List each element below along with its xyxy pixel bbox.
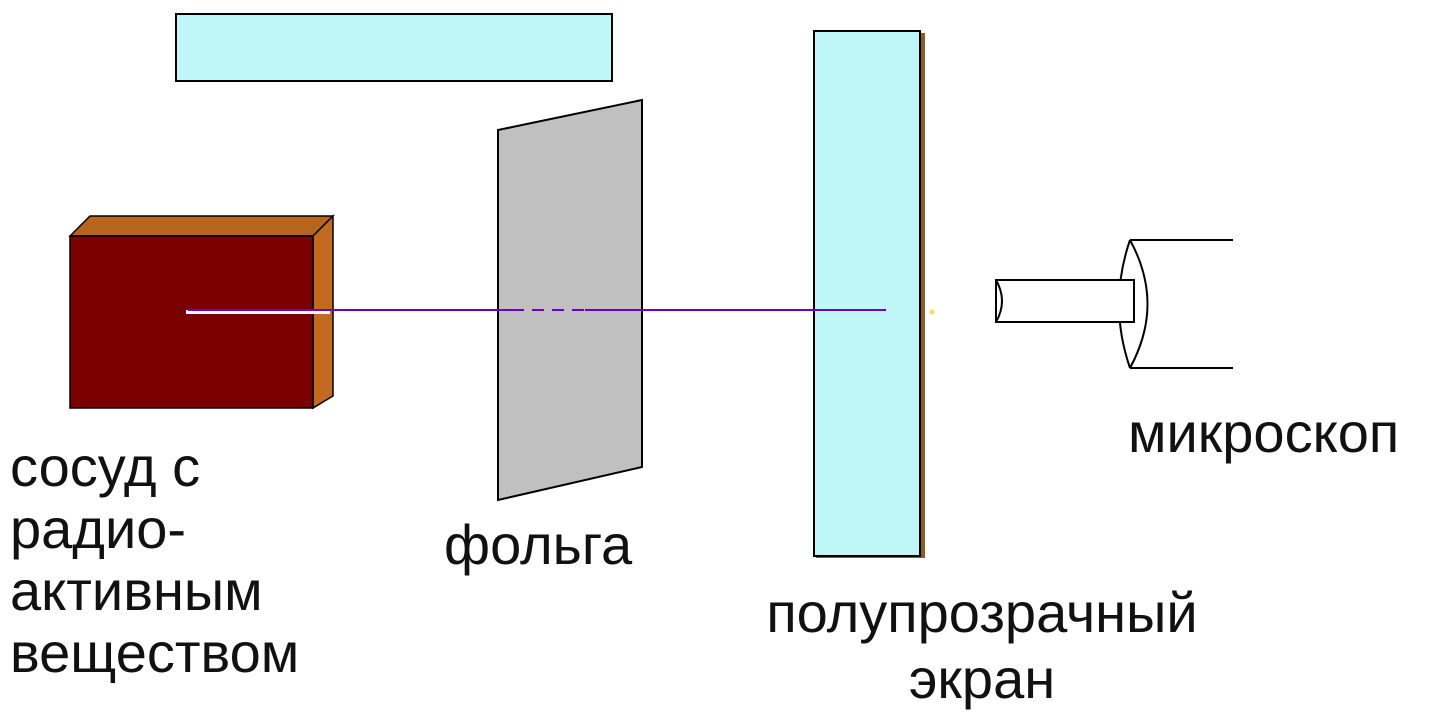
microscope (995, 239, 1233, 369)
source-label: сосуд с радио- активным веществом (10, 436, 299, 684)
scintillation-flash (929, 309, 935, 315)
foil-label: фольга (444, 513, 633, 576)
foil-sheet (497, 98, 643, 502)
microscope-eyepiece-end (995, 279, 1003, 323)
source-box-top (68, 215, 335, 237)
screen-label: полупрозрачный экран (712, 580, 1252, 712)
source-label-line-3: активным (10, 559, 263, 622)
source-box-front (69, 235, 314, 409)
microscope-lens-front (1129, 239, 1149, 369)
screen-label-line-1: полупрозрачный (766, 581, 1198, 644)
microscope-label: микроскоп (1128, 401, 1400, 464)
source-label-line-4: веществом (10, 621, 300, 684)
screen-label-line-2: экран (908, 647, 1056, 710)
semitransparent-screen (813, 30, 921, 557)
source-label-line-2: радио- (10, 497, 187, 560)
microscope-eyepiece (995, 279, 1135, 323)
source-label-line-1: сосуд с (10, 435, 201, 498)
top-plate (175, 13, 613, 82)
